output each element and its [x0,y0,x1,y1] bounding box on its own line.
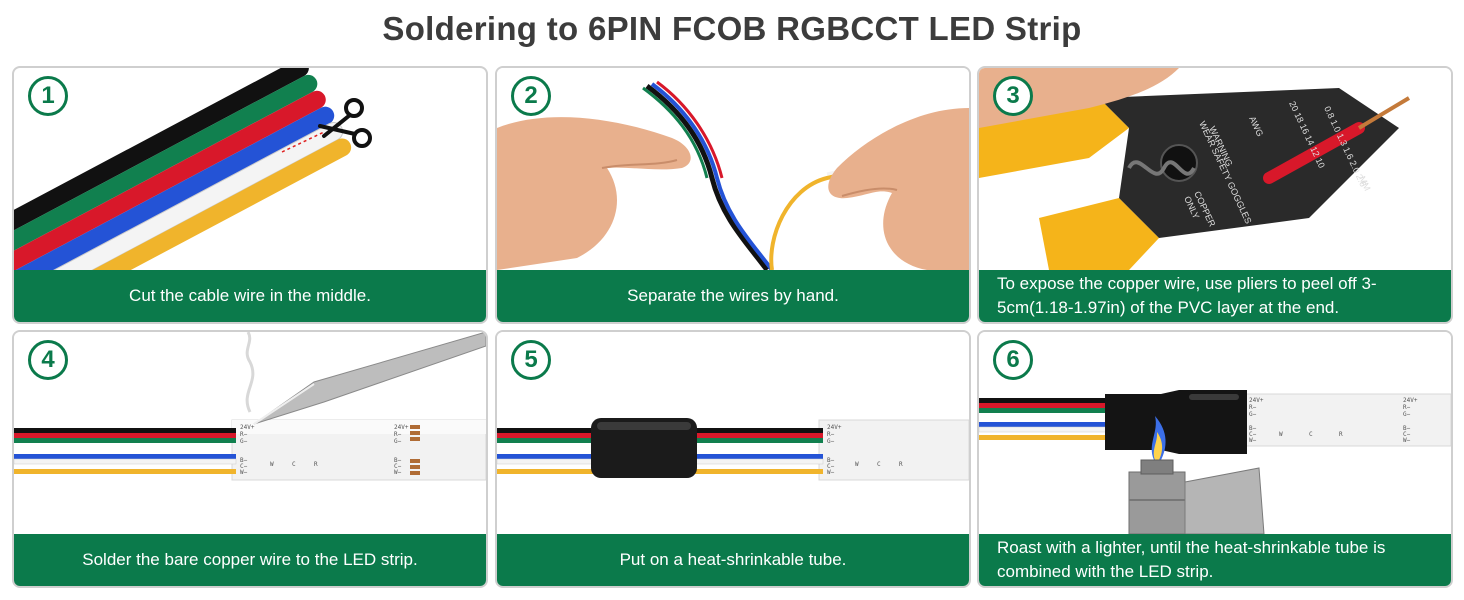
label-g: G− [1249,411,1257,418]
label-r: R− [394,431,402,438]
step-4-panel: 4 24V+ R− G− B− C− W− 24V+ R− G− B− C− W… [12,330,488,588]
step-1-panel: 1 Cut the cable wire in the middle. [12,66,488,324]
step-5-panel: 5 24V+ R− G− B− C− W− W C R Put on a hea… [495,330,971,588]
label-b: B− [394,457,402,464]
label-24v: 24V+ [240,424,255,431]
label-c: C− [1403,431,1411,438]
label-24v: 24V+ [394,424,409,431]
label-r: R− [827,431,835,438]
lighter-roasting-illustration: 24V+ R− G− B− C− W− 24V+ R− G− B− C− W− … [979,332,1451,534]
segment-c-label: C [1309,431,1313,438]
label-w: W− [1249,437,1257,444]
segment-r-label: R [1339,431,1343,438]
red-wire [14,90,326,270]
label-24v: 24V+ [1249,397,1264,404]
label-r: R− [1249,404,1257,411]
label-c: C− [240,463,248,470]
red-wire [1263,122,1365,184]
step-caption: Roast with a lighter, until the heat-shr… [979,534,1451,586]
soldering-iron [253,332,486,425]
segment-r-label: R [899,461,903,468]
step-number-badge: 5 [511,340,551,380]
left-hand [497,117,691,270]
step-caption: Separate the wires by hand. [497,270,969,322]
scissors-icon [318,98,372,148]
step-6-panel: 6 24V+ R− G− B− C− W− 24V+ R− G− B− C− W… [977,330,1453,588]
step-number-badge: 2 [511,76,551,116]
label-c: C− [1249,431,1257,438]
step-caption: To expose the copper wire, use pliers to… [979,270,1451,322]
lighter-flame-icon [1128,416,1265,534]
label-g: G− [394,438,402,445]
label-24v: 24V+ [1403,397,1418,404]
step-2-panel: 2 Separate the wires by hand. [495,66,971,324]
segment-w-label: W [855,461,859,468]
segment-w-label: W [270,461,274,468]
black-wire [14,68,309,266]
label-c: C− [827,463,835,470]
flat-cable-illustration [14,68,372,270]
label-b: B− [1403,425,1411,432]
plier-handle-bottom [1039,198,1159,270]
step-caption: Put on a heat-shrinkable tube. [497,534,969,586]
led-strip [818,419,969,481]
label-b: B− [1249,425,1257,432]
step-number-badge: 1 [28,76,68,116]
label-g: G− [827,438,835,445]
label-b: B− [827,457,835,464]
label-g: G− [240,438,248,445]
step-number-badge: 6 [993,340,1033,380]
step-number-badge: 4 [28,340,68,380]
segment-c-label: C [877,461,881,468]
blue-wire [14,106,335,270]
step-caption: Cut the cable wire in the middle. [14,270,486,322]
copper-wire [1357,96,1411,130]
label-24v: 24V+ [827,424,842,431]
label-w: W− [394,469,402,476]
green-wire [14,74,318,270]
label-g: G− [1403,411,1411,418]
label-w: W− [827,469,835,476]
step-number-badge: 3 [993,76,1033,116]
heat-shrink-tube-illustration: 24V+ R− G− B− C− W− W C R [497,332,969,534]
label-r: R− [1403,404,1411,411]
label-b: B− [240,457,248,464]
wire-stripper-illustration: AWG 20 18 16 14 12 10 MM WARNING WEAR SA… [979,68,1451,270]
step-3-panel: 3 AWG 20 18 16 14 12 10 MM WARNING WEAR … [977,66,1453,324]
soldering-illustration: 24V+ R− G− B− C− W− 24V+ R− G− B− C− W− … [14,332,486,534]
label-w: W− [240,469,248,476]
label-c: C− [394,463,402,470]
label-r: R− [240,431,248,438]
led-strip [1238,393,1451,447]
heat-shrink-tube [1105,390,1247,454]
segment-c-label: C [292,461,296,468]
hands-separating-wires-illustration [497,68,969,270]
page-title: Soldering to 6PIN FCOB RGBCCT LED Strip [382,10,1082,47]
step-caption: Solder the bare copper wire to the LED s… [14,534,486,586]
segment-r-label: R [314,461,318,468]
plier-jaws [1099,88,1399,238]
yellow-wire [14,138,352,270]
right-hand [828,108,969,270]
label-w: W− [1403,437,1411,444]
heat-shrink-tube [591,418,697,478]
segment-w-label: W [1279,431,1283,438]
